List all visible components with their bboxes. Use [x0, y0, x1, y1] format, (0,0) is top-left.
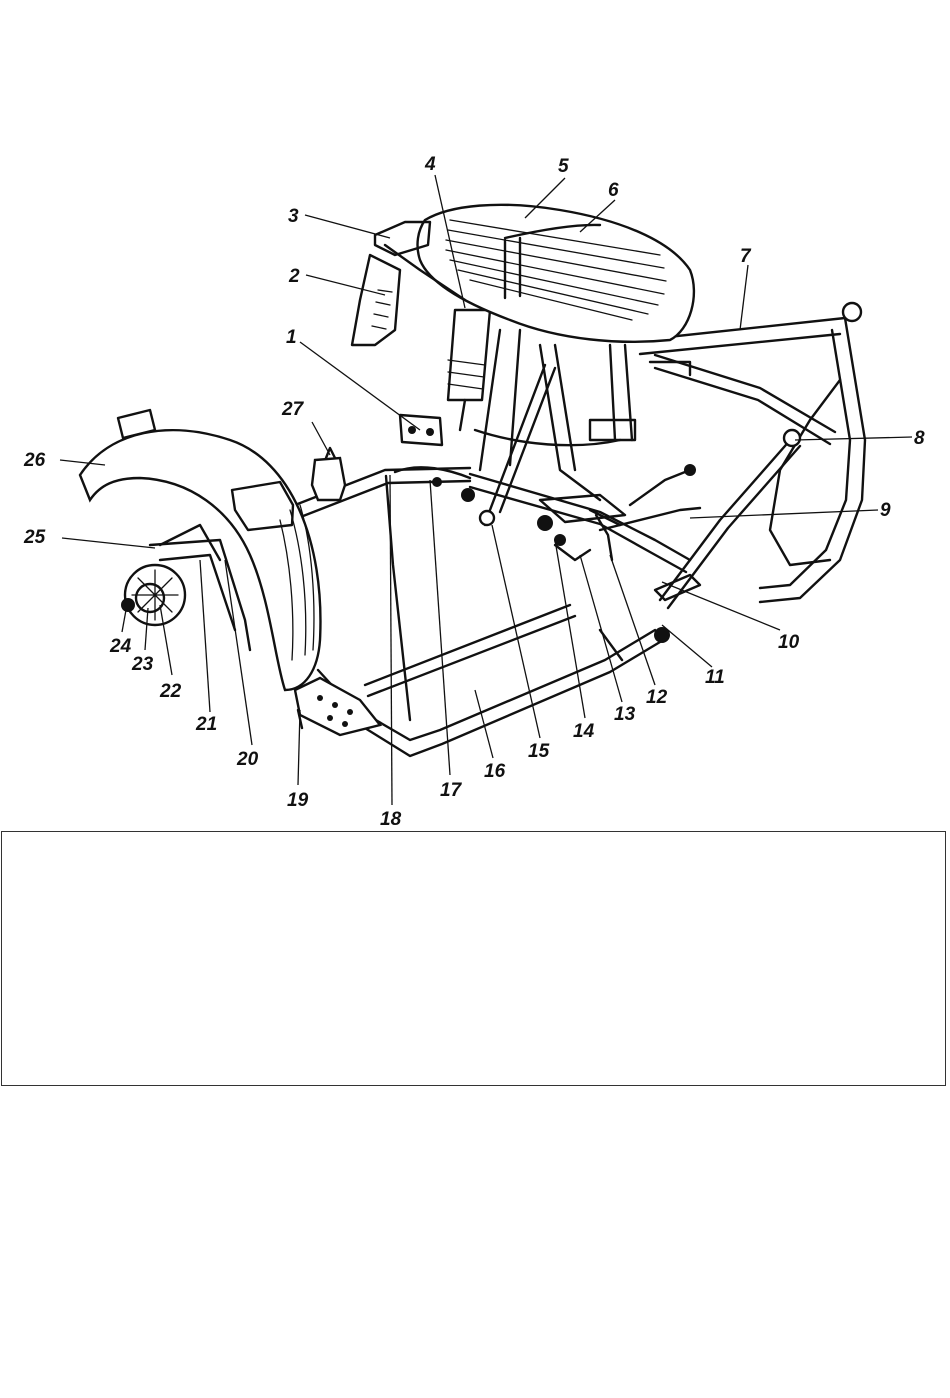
label-13: 13 — [614, 704, 636, 725]
lever-knob-14 — [537, 515, 553, 531]
brake-shaft — [630, 470, 690, 505]
label-1: 1 — [286, 327, 297, 348]
diagram-svg: 1 2 3 4 5 6 7 8 9 10 11 12 13 14 15 16 1… — [0, 0, 950, 830]
foot-dot — [347, 709, 353, 715]
label-19: 19 — [287, 790, 309, 811]
rod-knob — [461, 488, 475, 502]
body-mount-right — [590, 420, 635, 440]
frame-cross-member-16 — [365, 605, 570, 685]
foot-dot — [317, 695, 323, 701]
nut-17 — [432, 477, 442, 487]
seat-support-right-b — [610, 345, 615, 440]
label-24: 24 — [109, 636, 132, 657]
label-10: 10 — [778, 632, 800, 653]
seat-bottom-band — [475, 430, 620, 445]
label-20: 20 — [236, 749, 259, 770]
bracket-8-clamp — [784, 430, 800, 446]
pedal-knob — [684, 464, 696, 476]
seat-support-right — [625, 345, 632, 440]
flap-shading — [372, 290, 392, 329]
shock-rod — [460, 400, 465, 430]
mud-flap-2 — [352, 255, 400, 345]
buffer-27 — [312, 458, 345, 500]
rod-15-joint — [480, 511, 494, 525]
label-18: 18 — [380, 809, 402, 830]
label-6: 6 — [608, 180, 619, 201]
label-7: 7 — [740, 246, 752, 267]
chassis-drawing — [80, 205, 865, 756]
label-8: 8 — [914, 428, 925, 449]
label-22: 22 — [159, 681, 182, 702]
label-3: 3 — [288, 206, 299, 227]
lever-12 — [596, 515, 612, 560]
seat-cushion — [418, 205, 694, 342]
caption-box — [1, 831, 946, 1086]
label-5: 5 — [558, 156, 569, 177]
hub-axle-24 — [121, 598, 135, 612]
arm-lower-tube — [655, 355, 835, 432]
bolt — [408, 426, 416, 434]
label-12: 12 — [646, 687, 668, 708]
lever-13 — [555, 545, 590, 560]
mount-loop — [770, 380, 840, 565]
label-21: 21 — [195, 714, 217, 735]
wheel-hub-inner-23 — [136, 584, 164, 612]
label-9: 9 — [880, 500, 891, 521]
foot-dot — [332, 702, 338, 708]
label-4: 4 — [424, 154, 436, 175]
label-14: 14 — [573, 721, 595, 742]
foot-dot — [327, 715, 333, 721]
label-26: 26 — [23, 450, 46, 471]
label-27: 27 — [281, 399, 305, 420]
label-17: 17 — [440, 780, 463, 801]
label-15: 15 — [528, 741, 550, 762]
label-23: 23 — [131, 654, 154, 675]
label-2: 2 — [288, 266, 300, 287]
bracket-top-clamp — [843, 303, 861, 321]
foot-dot — [342, 721, 348, 727]
sidecar-frame-diagram: 1 2 3 4 5 6 7 8 9 10 11 12 13 14 15 16 1… — [0, 0, 950, 830]
bolt — [426, 428, 434, 436]
label-11: 11 — [705, 667, 725, 688]
label-16: 16 — [484, 761, 506, 782]
shock-spring — [448, 360, 485, 389]
label-25: 25 — [23, 527, 46, 548]
